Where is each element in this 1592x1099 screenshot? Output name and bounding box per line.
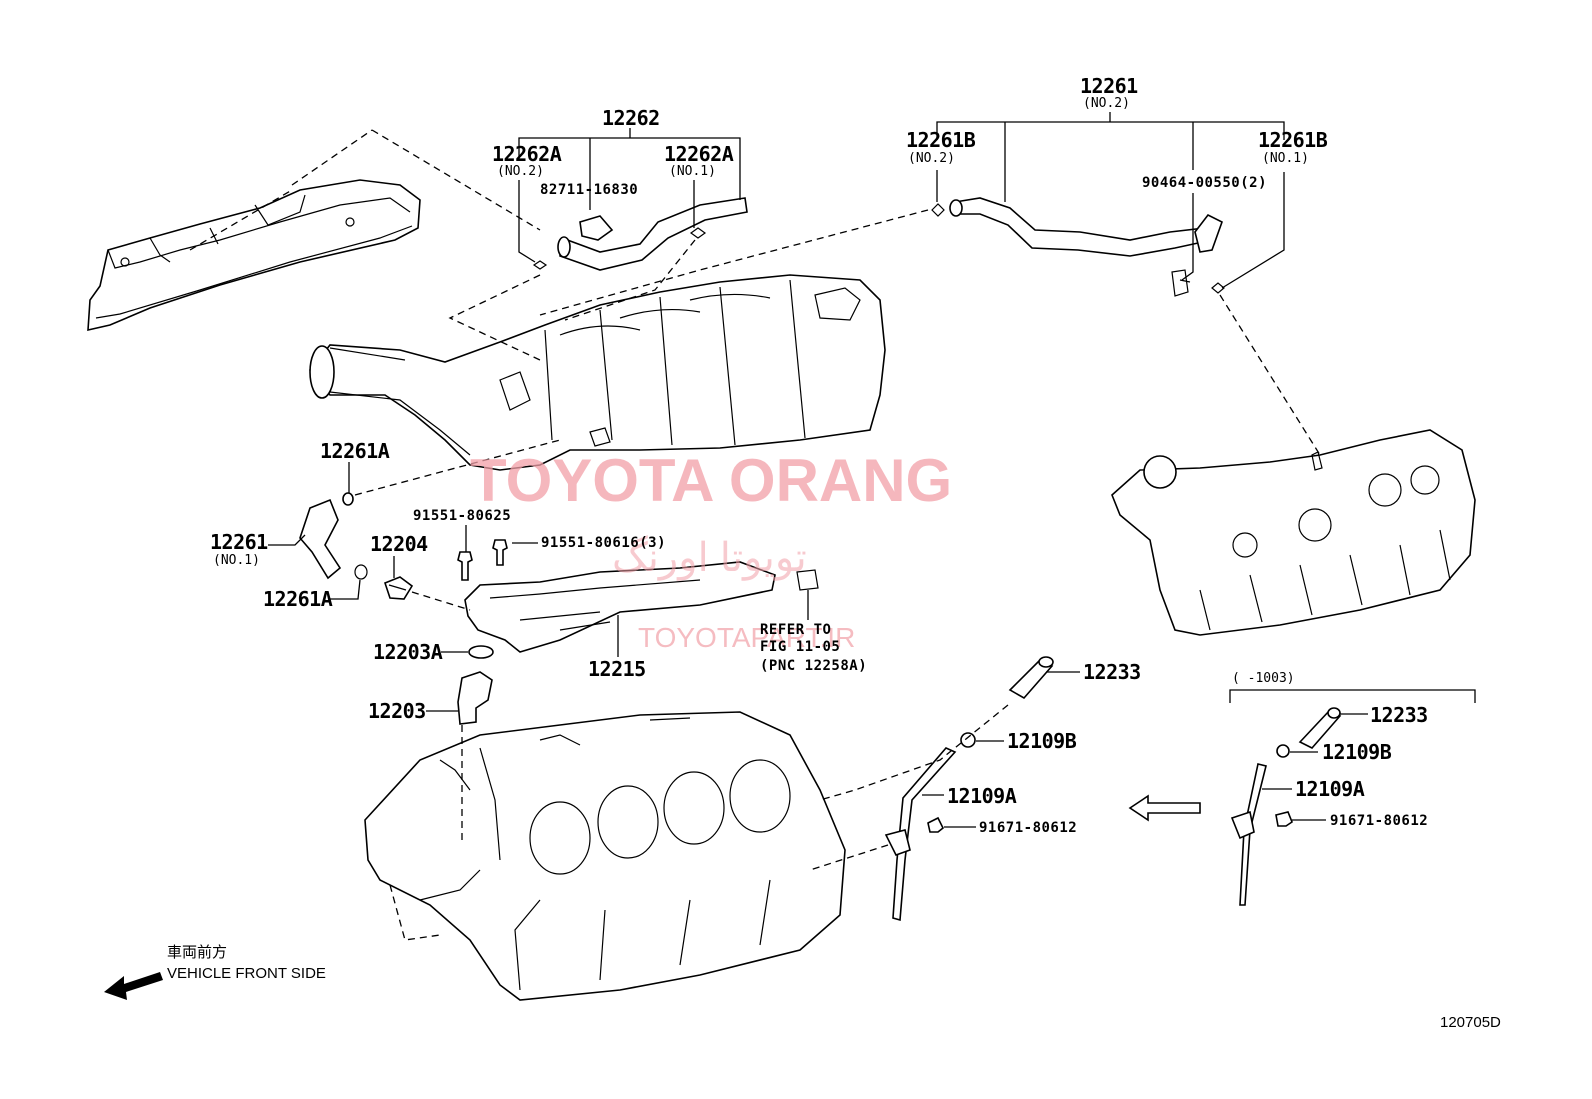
label-12109b[interactable]: 12109B [1007, 729, 1077, 753]
oil-separator-12215 [464, 561, 819, 653]
label-12262a-no1-sub: (NO.1) [669, 164, 716, 179]
refer-line-3[interactable]: (PNC 12258A) [760, 658, 868, 674]
variant-range-label: ( -1003) [1232, 671, 1295, 686]
label-12109a-variant[interactable]: 12109A [1295, 777, 1365, 801]
reference-lines [189, 129, 1321, 941]
label-91551-80625[interactable]: 91551-80625 [413, 508, 512, 524]
label-12261b-no1[interactable]: 12261B [1258, 128, 1328, 152]
label-12215[interactable]: 12215 [588, 657, 646, 681]
label-12204[interactable]: 12204 [370, 532, 428, 556]
vehicle-front-jp: 車両前方 [167, 944, 228, 961]
diagram-code: 120705D [1440, 1014, 1501, 1031]
label-12262a-no2-sub: (NO.2) [497, 164, 544, 179]
bolts-91551 [457, 539, 508, 581]
front-arrow-icon [1128, 794, 1201, 822]
vehicle-front-arrow-icon [104, 972, 163, 1000]
variant-bracket [1229, 689, 1476, 703]
oil-level-gauge-variant [1230, 707, 1342, 906]
label-12203a[interactable]: 12203A [373, 640, 443, 664]
label-12203[interactable]: 12203 [368, 699, 426, 723]
label-12233[interactable]: 12233 [1083, 660, 1141, 684]
refer-line-1[interactable]: REFER TO [760, 622, 832, 638]
label-82711-16830[interactable]: 82711-16830 [540, 182, 639, 198]
label-91671-80612[interactable]: 91671-80612 [979, 820, 1078, 836]
leader-lines [268, 112, 1368, 828]
label-90464-00550[interactable]: 90464-00550(2) [1142, 175, 1268, 191]
label-12261-no1[interactable]: 12261 [210, 530, 268, 554]
label-91671-80612-variant[interactable]: 91671-80612 [1330, 813, 1429, 829]
cylinder-block [364, 711, 846, 1001]
vehicle-front-side-label: VEHICLE FRONT SIDE [167, 965, 326, 982]
label-91551-80616[interactable]: 91551-80616(3) [541, 535, 667, 551]
ventilation-hose-12261-no2 [931, 197, 1225, 297]
label-12261a-upper[interactable]: 12261A [320, 439, 390, 463]
cylinder-head-cover-left [87, 179, 421, 332]
pcv-hose-12261-no1 [299, 492, 368, 580]
label-12262a-no2[interactable]: 12262A [492, 142, 562, 166]
oil-level-gauge-main [884, 656, 1054, 922]
label-12261-no1-sub: (NO.1) [213, 553, 260, 568]
oil-pressure-sensor-12204 [384, 576, 414, 600]
label-12109b-variant[interactable]: 12109B [1322, 740, 1392, 764]
label-12261-no2[interactable]: 12261 [1080, 74, 1138, 98]
cylinder-head-cover-right [1111, 429, 1476, 636]
label-12261-no2-sub: (NO.2) [1083, 96, 1130, 111]
pcv-valve-12203 [457, 645, 494, 725]
ventilation-hose-12262 [532, 197, 748, 271]
label-12233-variant[interactable]: 12233 [1370, 703, 1428, 727]
label-12262[interactable]: 12262 [602, 106, 660, 130]
label-12262a-no1[interactable]: 12262A [664, 142, 734, 166]
label-12261b-no2-sub: (NO.2) [908, 151, 955, 166]
refer-line-2[interactable]: FIG 11-05 [760, 639, 841, 655]
intake-manifold [308, 274, 886, 471]
label-12109a[interactable]: 12109A [947, 784, 1017, 808]
label-12261a-lower[interactable]: 12261A [263, 587, 333, 611]
label-12261b-no2[interactable]: 12261B [906, 128, 976, 152]
label-12261b-no1-sub: (NO.1) [1262, 151, 1309, 166]
